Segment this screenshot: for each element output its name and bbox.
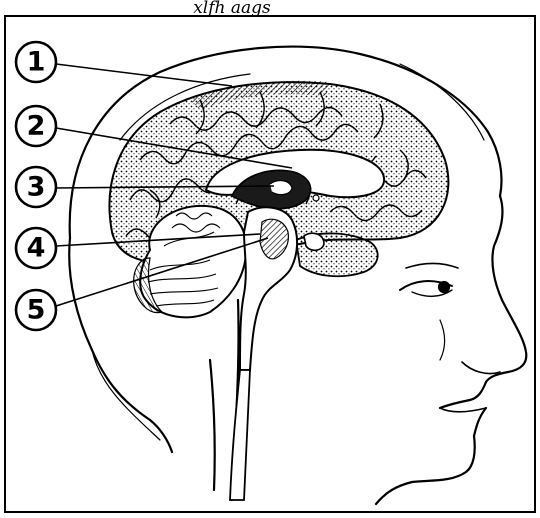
leader-line-1: [56, 64, 232, 86]
label-1: 1: [16, 42, 56, 82]
label-4: 4: [16, 228, 56, 268]
label-3-number: 3: [27, 172, 46, 203]
label-3: 3: [16, 167, 56, 207]
label-5-number: 5: [27, 295, 46, 326]
label-4-number: 4: [27, 233, 46, 264]
handwritten-note: xlfh aags: [193, 0, 271, 18]
ventricle: [270, 181, 292, 195]
brain: [110, 81, 449, 500]
label-2-number: 2: [27, 111, 46, 142]
label-5: 5: [16, 290, 56, 330]
label-2: 2: [16, 106, 56, 146]
label-1-number: 1: [27, 47, 46, 78]
pituitary: [304, 233, 324, 250]
pineal-dot: [313, 195, 319, 201]
spinal-cord: [230, 370, 250, 500]
